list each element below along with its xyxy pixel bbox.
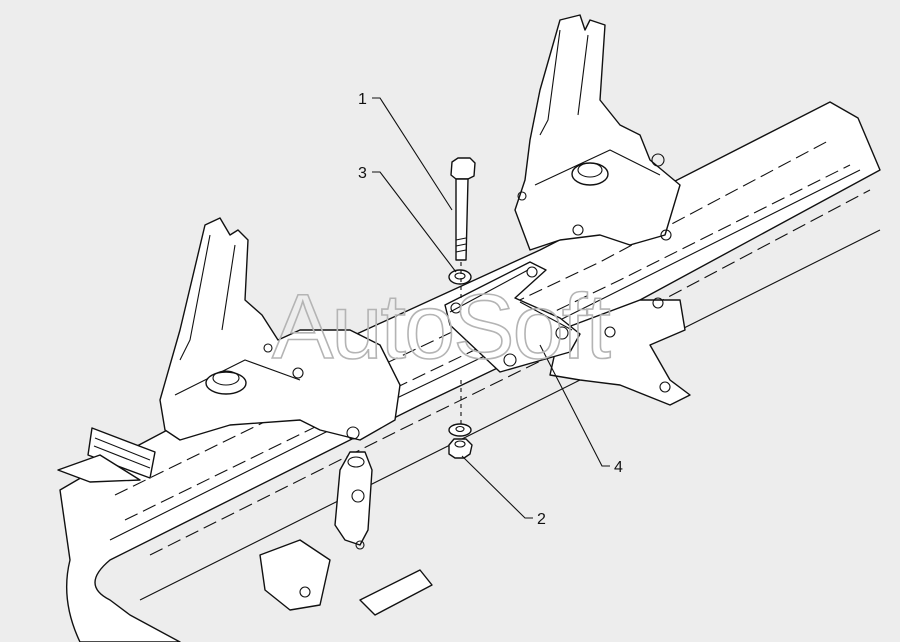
washer-part [448, 269, 472, 285]
callout-4: 4 [614, 459, 623, 476]
bracket-plate-part [444, 261, 581, 373]
bolt-part [450, 157, 476, 261]
lower-clamp [259, 451, 433, 616]
right-support-plate [549, 297, 691, 406]
callout-2: 2 [537, 511, 546, 528]
left-guide-parts [57, 427, 156, 483]
leader-lines [372, 97, 610, 519]
callout-1: 1 [358, 91, 367, 108]
callout-3: 3 [358, 165, 367, 182]
front-bracket-tower [159, 217, 401, 441]
watermark-text: AutoSoft [272, 276, 610, 378]
rear-bracket-tower [514, 14, 681, 251]
nut-part [448, 423, 473, 459]
